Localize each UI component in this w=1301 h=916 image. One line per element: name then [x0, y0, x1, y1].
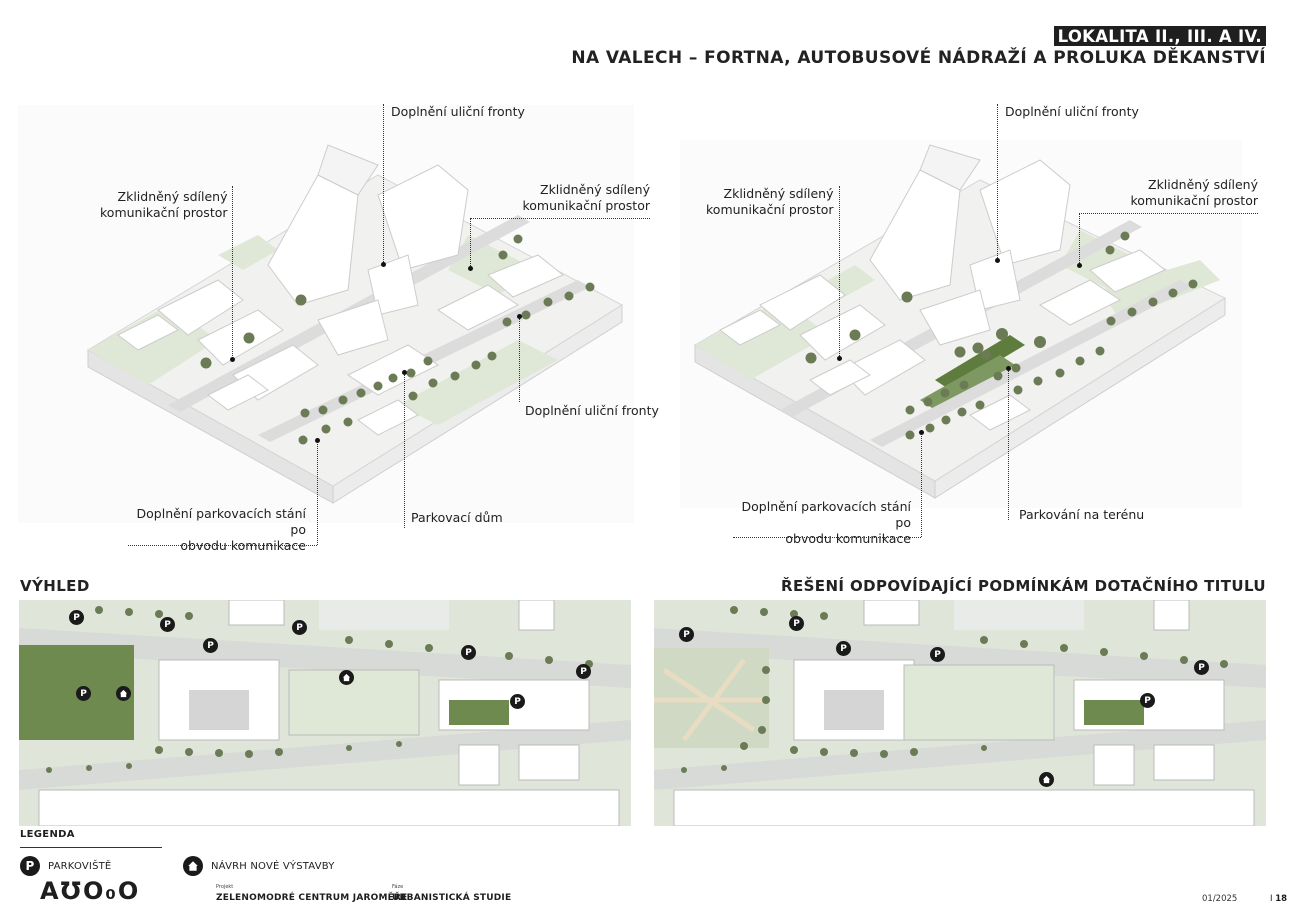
section-title-solution: ŘEŠENÍ ODPOVÍDAJÍCÍ PODMÍNKÁM DOTAČNÍHO … — [781, 577, 1266, 595]
leader-line — [470, 218, 471, 268]
legend-title: LEGENDA — [20, 829, 75, 840]
leader-line — [232, 186, 233, 358]
parking-marker: P — [203, 638, 218, 653]
parking-marker: P — [76, 686, 91, 701]
callout-dot — [315, 438, 320, 443]
parking-marker: P — [679, 627, 694, 642]
callout-dot — [995, 258, 1000, 263]
parking-marker: P — [930, 647, 945, 662]
parking-marker: P — [461, 645, 476, 660]
house-icon — [183, 856, 203, 876]
callout-dot — [230, 357, 235, 362]
callout-dot — [517, 314, 522, 319]
callout-dot — [1077, 263, 1082, 268]
parking-marker: P — [510, 694, 525, 709]
title-block: LOKALITA II., III. A IV. NA VALECH – FOR… — [571, 26, 1266, 68]
new-build-marker-icon — [116, 686, 131, 701]
callout-shared-space-left-right: Zklidněný sdílený komunikační prostor — [706, 186, 834, 217]
leader-line — [383, 104, 384, 264]
legend-item-parking: P PARKOVIŠTĚ — [20, 856, 111, 876]
parking-marker: P — [789, 616, 804, 631]
leader-line — [317, 440, 318, 545]
phase-name: URBANISTICKÁ STUDIE — [392, 893, 512, 903]
legend-divider — [20, 847, 162, 848]
plan-left-drawing — [19, 600, 631, 826]
leader-line — [470, 218, 650, 219]
parking-marker: P — [576, 664, 591, 679]
leader-line — [733, 537, 921, 538]
callout-dot — [919, 430, 924, 435]
callout-dot — [381, 262, 386, 267]
callout-street-front-right: Doplnění uliční fronty — [525, 403, 659, 418]
legend-label-parking: PARKOVIŠTĚ — [48, 860, 112, 872]
phase-caption: Fáze — [392, 884, 404, 890]
legend-label-new-build: NÁVRH NOVÉ VÝSTAVBY — [211, 860, 335, 872]
axon-left — [18, 105, 634, 523]
leader-line — [997, 104, 998, 260]
new-build-marker-icon — [1039, 772, 1054, 787]
callout-shared-space-right-left: Zklidněný sdílený komunikační prostor — [522, 182, 650, 213]
parking-marker: P — [836, 641, 851, 656]
new-build-marker-icon — [339, 670, 354, 685]
axon-right — [680, 140, 1242, 508]
callout-surface-parking: Parkování na terénu — [1019, 507, 1145, 522]
legend-item-new-build: NÁVRH NOVÉ VÝSTAVBY — [183, 856, 335, 876]
leader-line — [921, 432, 922, 537]
callout-dot — [1006, 366, 1011, 371]
leader-line — [1079, 213, 1258, 214]
callout-parking-house: Parkovací dům — [411, 510, 503, 525]
callout-shared-space-left: Zklidněný sdílený komunikační prostor — [100, 189, 228, 220]
document-date: 01/2025 — [1202, 894, 1238, 904]
section-title-outlook: VÝHLED — [20, 577, 90, 595]
leader-line — [839, 186, 840, 358]
parking-marker: P — [160, 617, 175, 632]
callout-dot — [837, 356, 842, 361]
parking-marker: P — [292, 620, 307, 635]
callout-dot — [402, 370, 407, 375]
page-title: LOKALITA II., III. A IV. — [1053, 26, 1266, 46]
parking-marker: P — [1194, 660, 1209, 675]
project-name: ZELENOMODRÉ CENTRUM JAROMĚŘE — [216, 893, 408, 903]
page-number: 18 — [1270, 894, 1287, 904]
callout-street-front-top-left: Doplnění uliční fronty — [391, 104, 525, 119]
plan-right: P P P P P P — [654, 600, 1266, 826]
callout-dot — [468, 266, 473, 271]
leader-line — [519, 316, 520, 402]
leader-line — [1079, 213, 1080, 265]
callout-street-front-top-right: Doplnění uliční fronty — [1005, 104, 1139, 119]
leader-line — [128, 545, 317, 546]
leader-line — [1008, 368, 1009, 520]
parking-marker: P — [69, 610, 84, 625]
callout-parking-spaces-right: Doplnění parkovacích stání po obvodu kom… — [741, 499, 911, 546]
page-subtitle: NA VALECH – FORTNA, AUTOBUSOVÉ NÁDRAŽÍ A… — [571, 48, 1266, 68]
callout-parking-spaces-left: Doplnění parkovacích stání po obvodu kom… — [136, 506, 306, 553]
parking-icon: P — [20, 856, 40, 876]
studio-logo: A℧O₀O — [40, 877, 141, 905]
parking-marker: P — [1140, 693, 1155, 708]
plan-left: P P P P P P P P — [19, 600, 631, 826]
callout-shared-space-right-right: Zklidněný sdílený komunikační prostor — [1130, 177, 1258, 208]
plan-right-drawing — [654, 600, 1266, 826]
project-caption: Projekt — [216, 884, 234, 890]
leader-line — [404, 372, 405, 528]
